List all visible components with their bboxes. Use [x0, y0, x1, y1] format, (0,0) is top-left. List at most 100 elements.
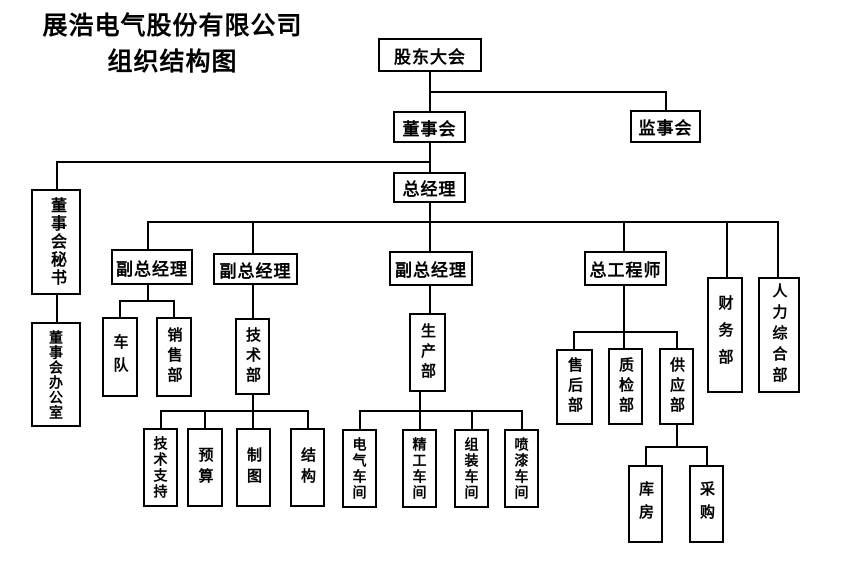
org-node-label: 电气车间 — [351, 436, 368, 501]
org-node-precision-workshop: 精工车间 — [402, 429, 437, 508]
connector-line — [471, 410, 473, 430]
connector-line — [419, 392, 421, 411]
org-node-deputy-gm-2: 副总经理 — [213, 253, 298, 285]
connector-line — [429, 91, 667, 93]
connector-line — [307, 410, 309, 429]
org-node-tech-dept: 技术部 — [235, 318, 270, 395]
connector-line — [777, 221, 779, 278]
org-node-purchasing: 采购 — [689, 465, 724, 543]
connector-line — [56, 295, 58, 323]
connector-line — [521, 410, 523, 430]
org-node-label: 精工车间 — [411, 436, 428, 501]
org-node-label: 财务部 — [716, 294, 734, 376]
connector-line — [204, 410, 206, 429]
connector-line — [726, 221, 728, 278]
org-node-label: 库房 — [637, 481, 654, 527]
connector-line — [359, 410, 361, 430]
org-node-budget: 预算 — [187, 428, 223, 507]
org-node-label: 总经理 — [402, 180, 457, 199]
connector-line — [160, 410, 309, 412]
org-node-finance-dept: 财务部 — [707, 277, 743, 393]
connector-line — [252, 285, 254, 319]
org-node-label: 采购 — [698, 481, 715, 527]
org-node-label: 人力综合部 — [770, 282, 788, 388]
connector-line — [573, 331, 575, 350]
org-node-deputy-gm-3: 副总经理 — [389, 251, 473, 286]
connector-line — [419, 410, 421, 430]
connector-line — [173, 300, 175, 318]
org-node-label: 技术部 — [244, 326, 261, 387]
connector-line — [623, 286, 625, 332]
connector-line — [429, 221, 431, 252]
connector-line — [147, 221, 149, 250]
org-node-label: 副总经理 — [219, 261, 292, 281]
org-node-chief-engineer: 总工程师 — [584, 251, 667, 286]
org-node-label: 董事会办公室 — [48, 329, 64, 420]
org-node-label: 销售部 — [165, 327, 183, 387]
chart-title-line1: 展浩电气股份有限公司 — [42, 12, 303, 40]
connector-line — [429, 143, 431, 173]
org-node-supervisory-board: 监事会 — [630, 110, 701, 143]
org-node-motor-pool: 车队 — [102, 317, 138, 397]
org-node-label: 董事会秘书 — [48, 197, 65, 287]
org-node-hr-general-dept: 人力综合部 — [758, 277, 800, 393]
connector-line — [676, 424, 678, 447]
org-node-label: 总工程师 — [589, 261, 662, 280]
org-node-label: 喷漆车间 — [513, 436, 530, 501]
org-node-production-dept: 生产部 — [409, 313, 446, 392]
org-node-paint-workshop: 喷漆车间 — [504, 429, 539, 508]
org-node-assembly-workshop: 组装车间 — [454, 429, 489, 508]
connector-line — [147, 285, 149, 301]
connector-line — [252, 395, 254, 411]
org-node-label: 副总经理 — [395, 261, 467, 280]
connector-line — [359, 410, 523, 412]
org-node-structure: 结构 — [290, 428, 325, 507]
org-node-label: 生产部 — [419, 322, 436, 383]
chart-title-line2: 组织结构图 — [107, 48, 238, 76]
org-node-tech-support: 技术支持 — [143, 428, 178, 507]
org-node-shareholders-meeting: 股东大会 — [378, 38, 482, 72]
org-node-label: 技术支持 — [152, 435, 169, 500]
org-node-qc-dept: 质检部 — [608, 348, 643, 425]
connector-line — [56, 161, 431, 163]
connector-line — [119, 300, 175, 302]
org-node-label: 售后部 — [566, 357, 583, 417]
org-node-label: 质检部 — [617, 356, 634, 417]
connector-line — [119, 300, 121, 318]
connector-line — [429, 203, 431, 222]
org-node-board-office: 董事会办公室 — [31, 322, 81, 427]
org-node-sales-dept: 销售部 — [156, 317, 192, 397]
connector-line — [623, 221, 625, 252]
org-node-board-secretary: 董事会秘书 — [31, 189, 81, 295]
org-node-warehouse: 库房 — [628, 465, 663, 543]
connector-line — [252, 410, 254, 429]
connector-line — [645, 446, 708, 448]
connector-line — [665, 91, 667, 111]
connector-line — [573, 331, 678, 333]
org-node-general-manager: 总经理 — [393, 172, 466, 203]
org-node-supply-dept: 供应部 — [659, 348, 694, 425]
org-node-label: 股东大会 — [394, 47, 466, 67]
connector-line — [56, 161, 58, 190]
org-node-electrical-workshop: 电气车间 — [342, 429, 377, 508]
org-node-board-of-directors: 董事会 — [393, 111, 466, 143]
org-node-label: 制图 — [245, 446, 262, 489]
connector-line — [706, 446, 708, 466]
org-node-label: 副总经理 — [116, 259, 188, 279]
org-node-label: 车队 — [111, 334, 129, 380]
org-node-drafting: 制图 — [236, 428, 271, 507]
org-node-label: 董事会 — [402, 119, 457, 139]
connector-line — [645, 446, 647, 466]
connector-line — [429, 286, 431, 314]
org-node-label: 监事会 — [638, 119, 693, 138]
org-node-label: 结构 — [299, 446, 316, 489]
connector-line — [623, 331, 625, 349]
connector-line — [676, 331, 678, 349]
org-node-label: 供应部 — [668, 356, 685, 417]
connector-line — [160, 410, 162, 429]
org-node-deputy-gm-1: 副总经理 — [111, 249, 193, 285]
org-node-label: 组装车间 — [463, 436, 480, 501]
org-node-after-sales-dept: 售后部 — [556, 349, 593, 425]
org-node-label: 预算 — [196, 446, 214, 489]
